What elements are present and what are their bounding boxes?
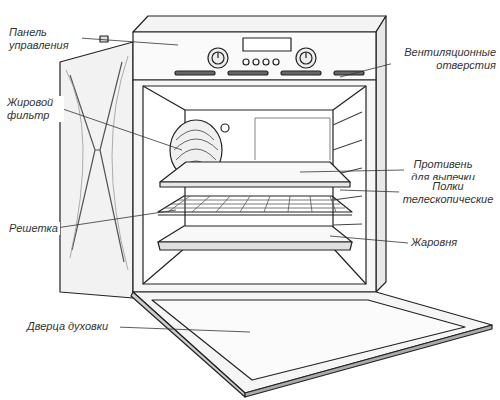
part-label: Дверца духовки <box>26 320 120 333</box>
part-label: Вентиляционные отверстия <box>391 46 497 72</box>
part-label: Панель управления <box>8 26 82 52</box>
part-label: Жировой фильтр <box>6 96 64 122</box>
part-label: Полки телескопические <box>399 180 497 206</box>
part-label: Жаровня <box>410 236 472 249</box>
part-label: Решетка <box>8 222 60 235</box>
